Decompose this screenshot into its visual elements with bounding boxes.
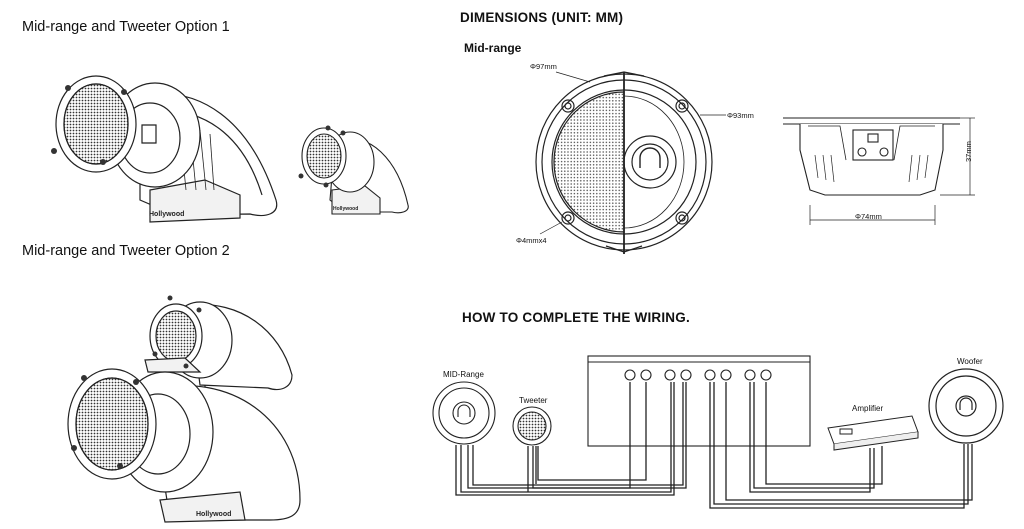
option2-screws: [71, 295, 202, 469]
tweeter-label: Tweeter: [519, 396, 548, 405]
midrange-subtitle: Mid-range: [464, 41, 522, 55]
screw-icon: [51, 148, 57, 154]
option1-midrange-pod: Hollywood: [55, 75, 278, 223]
brand-mark-2: Hollywood: [333, 206, 358, 212]
amplifier-label: Amplifier: [852, 404, 884, 413]
inner-diameter-label: Φ93mm: [727, 111, 754, 120]
width-label: Φ74mm: [855, 212, 882, 221]
wiring-woofer-speaker: [928, 368, 1004, 444]
screw-label: Φ4mmx4: [516, 236, 547, 245]
midrange-label: MID-Range: [443, 370, 484, 379]
brand-mark-1: Hollywood: [149, 211, 184, 218]
option2-title: Mid-range and Tweeter Option 2: [22, 243, 230, 259]
brand-mark-3: Hollywood: [196, 511, 231, 518]
wiring-amplifier: [827, 415, 919, 451]
screw-icon: [121, 89, 127, 95]
screw-icon: [100, 159, 106, 165]
dimensions-title: DIMENSIONS (UNIT: MM): [460, 10, 624, 25]
option1-screws: [51, 85, 127, 165]
midrange-side-view: [783, 117, 975, 225]
option1-tweeter-screws: [298, 125, 346, 188]
crossover-terminals: [624, 369, 772, 381]
option1-title: Mid-range and Tweeter Option 1: [22, 19, 230, 35]
wiring-title: HOW TO COMPLETE THE WIRING.: [462, 310, 690, 325]
wiring-cables: [455, 382, 973, 509]
wiring-tweeter-speaker: [512, 406, 552, 446]
woofer-label: Woofer: [957, 357, 983, 366]
option2-stacked-pods: Hollywood: [67, 301, 301, 523]
option1-tweeter-pod: Hollywood: [301, 127, 409, 215]
screw-icon: [65, 85, 71, 91]
midrange-front-view: [535, 71, 726, 254]
outer-diameter-label: Φ97mm: [530, 62, 557, 71]
crossover-box: [587, 355, 811, 447]
wiring-midrange-speaker: [432, 381, 496, 445]
